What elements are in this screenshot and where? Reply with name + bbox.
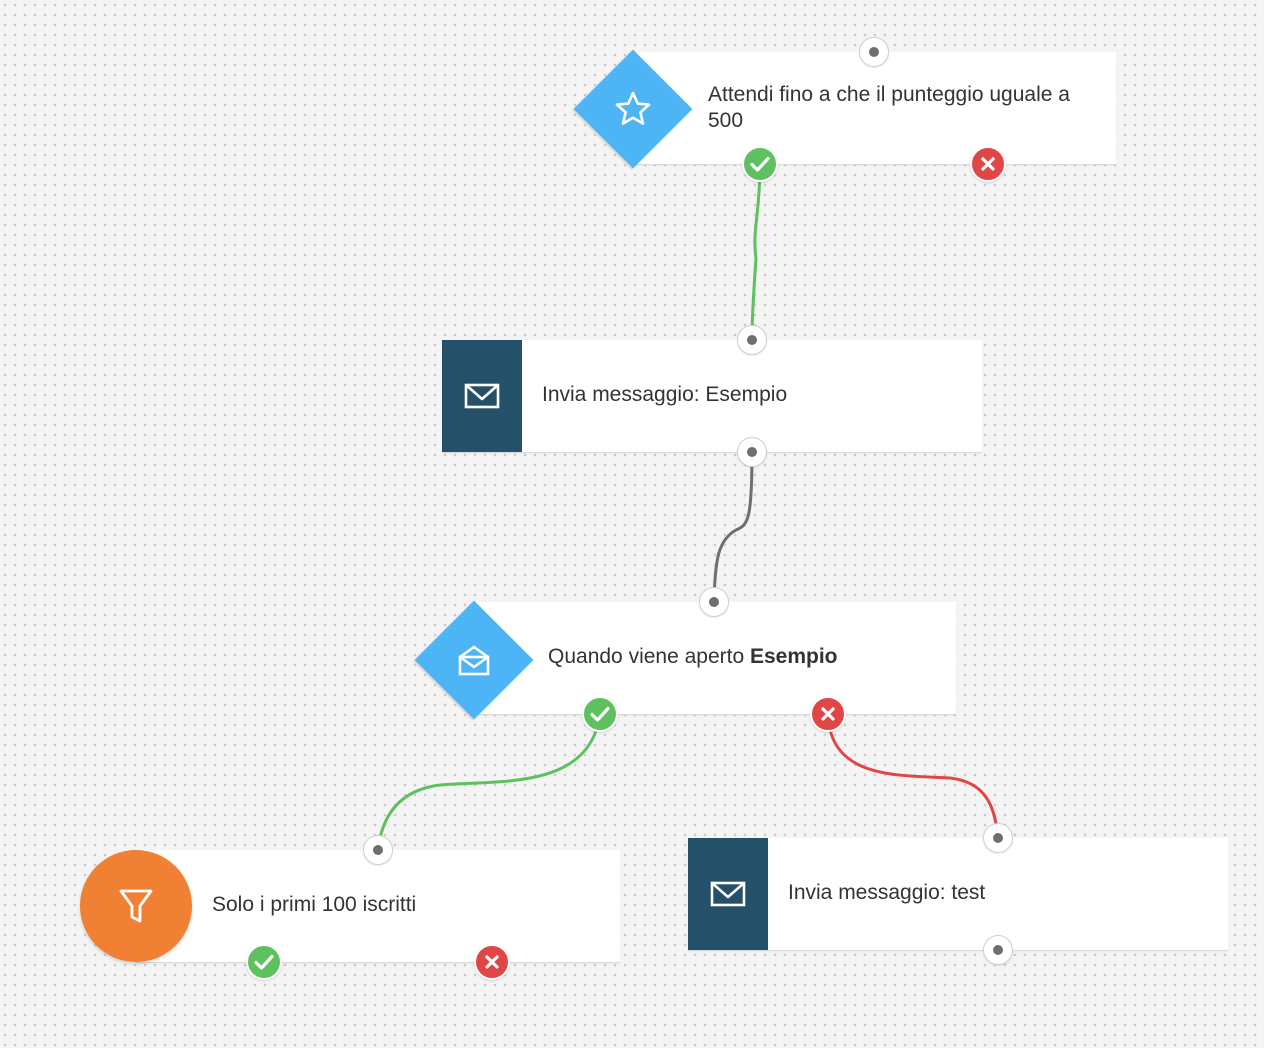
when-opened-label-campaign: Esempio (749, 645, 838, 668)
send-message-esempio-card[interactable]: Invia messaggio: Esempio (442, 340, 982, 452)
send-message-test-card[interactable]: Invia messaggio: test (688, 838, 1228, 950)
filter-first-icon-circle[interactable] (80, 850, 192, 962)
when-opened-label: Quando viene aperto Esempio (548, 644, 948, 670)
connector-yes-wait-to-send1[interactable] (750, 163, 762, 341)
send-message-esempio-icon-block (442, 340, 522, 452)
check-icon (590, 706, 610, 722)
close-icon (821, 707, 835, 721)
filter-first-yes-port[interactable] (246, 944, 282, 980)
when-opened-label-prefix: Quando viene aperto (548, 645, 750, 668)
wait-score-card[interactable]: Attendi fino a che il punteggio uguale a… (632, 52, 1116, 164)
send-message-esempio-input-port[interactable] (737, 325, 767, 355)
close-icon (981, 157, 995, 171)
connector-send1-to-opened[interactable] (712, 451, 754, 603)
when-opened-card[interactable]: Quando viene aperto Esempio (474, 602, 956, 714)
send-message-esempio-output-port[interactable] (737, 437, 767, 467)
envelope-icon (710, 881, 746, 907)
connector-no-opened-to-send2[interactable] (826, 713, 1000, 839)
send-message-test-input-port[interactable] (983, 823, 1013, 853)
filter-icon (119, 889, 153, 923)
wait-score-input-port[interactable] (859, 37, 889, 67)
send-message-esempio-label: Invia messaggio: Esempio (542, 383, 788, 406)
check-icon (254, 954, 274, 970)
filter-first-label: Solo i primi 100 iscritti (212, 893, 417, 916)
when-opened-yes-port[interactable] (582, 696, 618, 732)
when-opened-input-port[interactable] (699, 587, 729, 617)
send-message-test-output-port[interactable] (983, 935, 1013, 965)
send-message-test-icon-block (688, 838, 768, 950)
check-icon (750, 156, 770, 172)
wait-score-label: Attendi fino a che il punteggio uguale a… (708, 83, 1070, 132)
when-opened-no-port[interactable] (810, 696, 846, 732)
filter-first-card[interactable]: Solo i primi 100 iscritti (136, 850, 620, 962)
send-message-test-label: Invia messaggio: test (788, 881, 986, 904)
wait-score-yes-port[interactable] (742, 146, 778, 182)
wait-score-no-port[interactable] (970, 146, 1006, 182)
open-envelope-icon (458, 645, 490, 676)
star-icon (615, 91, 651, 125)
filter-first-no-port[interactable] (474, 944, 510, 980)
close-icon (485, 955, 499, 969)
envelope-icon (464, 383, 500, 409)
connector-yes-opened-to-filter[interactable] (376, 713, 602, 851)
filter-first-input-port[interactable] (363, 835, 393, 865)
